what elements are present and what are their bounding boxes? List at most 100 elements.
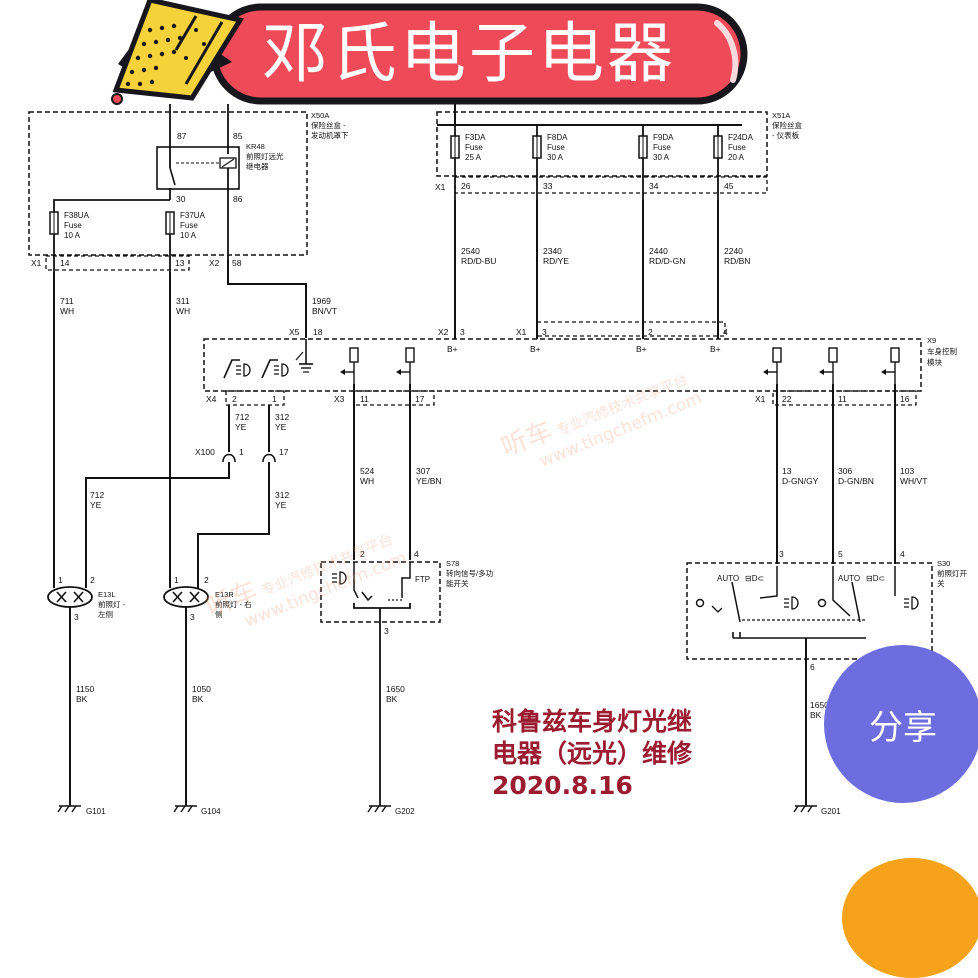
e13l-pin-1: 1 — [58, 575, 63, 585]
headlamp-e13r: 1 2 3 E13R 前照灯 - 右 侧 — [163, 575, 252, 806]
wire-524-color: WH — [360, 476, 374, 486]
x50a-connectors: X1 14 13 X2 58 — [31, 255, 242, 271]
wiring-diagram: X50A 保险丝盒 - 发动机罩下 87 85 30 86 KR48 前照灯远光… — [28, 0, 967, 816]
fuse-1-id: F8DA — [547, 133, 568, 142]
x9-id: X9 — [927, 336, 936, 345]
switch-s78: 2 4 3 S78 转向信号/多功 能开关 FTP — [320, 549, 494, 806]
kr48-name: 前照灯远光 — [246, 151, 284, 161]
s78-pin-3: 3 — [384, 626, 389, 636]
x100-pin-1: 1 — [239, 447, 244, 457]
floating-action-button[interactable] — [842, 858, 978, 978]
fuse-3-type: Fuse — [728, 143, 746, 152]
wire-103-num: 103 — [900, 466, 914, 476]
fuse-f38ua-f37ua: F38UA Fuse 10 A F37UA Fuse 10 A — [49, 199, 206, 272]
wire-1650a-color: BK — [386, 694, 398, 704]
wire-307-num: 307 — [416, 466, 430, 476]
fuse-3-pin: 45 — [724, 181, 734, 191]
kr48-name-2: 继电器 — [246, 161, 269, 171]
headlamp-e13l: 1 2 3 E13L 前照灯 - 左侧 — [47, 575, 126, 806]
wire-1050-color: BK — [192, 694, 204, 704]
wire-711-num: 711 — [60, 296, 74, 306]
x50a-id: X50A — [311, 111, 329, 120]
wire-2440-num: 2440 — [649, 246, 668, 256]
svg-text:⊟D⊂: ⊟D⊂ — [745, 574, 764, 583]
x50a-pin-58: 58 — [232, 258, 242, 268]
bcm-x5-label: X5 — [289, 327, 300, 337]
wire-1650b-color: BK — [810, 710, 822, 720]
x100-pin-17: 17 — [279, 447, 289, 457]
e13r-pin-1: 1 — [174, 575, 179, 585]
wire-311-num: 311 — [176, 296, 190, 306]
s30-id: S30 — [937, 559, 950, 568]
bplus-1: B+ — [447, 344, 458, 354]
f38ua-id: F38UA — [64, 211, 90, 220]
e13l-name: 前照灯 - — [98, 599, 126, 609]
s78-pin-4: 4 — [414, 549, 419, 559]
wiring-diagram-canvas: X50A 保险丝盒 - 发动机罩下 87 85 30 86 KR48 前照灯远光… — [28, 0, 967, 816]
wire-712-color: YE — [235, 422, 247, 432]
bcm-x4-label: X4 — [206, 394, 217, 404]
caption-line-2: 电器（远光）维修 — [492, 739, 693, 768]
bcm-x1-pin-3: 3 — [542, 327, 547, 337]
relay-kr48: 87 85 30 86 KR48 前照灯远光 继电器 — [156, 104, 284, 260]
wire-712-num: 712 — [235, 412, 249, 422]
x50a-x2-label: X2 — [209, 258, 220, 268]
wire-307-color: YE/BN — [416, 476, 442, 486]
kr48-pin-30: 30 — [176, 194, 186, 204]
e13l-id: E13L — [98, 590, 116, 599]
fuse-2-pin: 34 — [649, 181, 659, 191]
share-button[interactable]: 分享 — [824, 645, 978, 803]
f37ua-rating: 10 A — [180, 231, 197, 240]
f38ua-rating: 10 A — [64, 231, 81, 240]
s30-pin-5: 5 — [838, 549, 843, 559]
x51a-name: 保险丝盒 — [772, 120, 802, 130]
s30-pin-3: 3 — [779, 549, 784, 559]
s78-id: S78 — [446, 559, 459, 568]
wire-1150-color: BK — [76, 694, 88, 704]
f37ua-type: Fuse — [180, 221, 198, 230]
grounds: G101 G104 G202 G201 — [57, 805, 841, 816]
x50a-x1-label: X1 — [31, 258, 42, 268]
caption: 科鲁兹车身灯光继 电器（远光）维修 2020.8.16 — [492, 706, 692, 802]
bcm-x9: X9 车身控制 模块 X2 3 X1 3 2 4 B+ B+ B+ B+ X4 — [203, 321, 957, 406]
s30-auto-2: AUTO — [838, 574, 860, 583]
wire-1969: 1969 BN/VT X5 18 — [227, 260, 337, 338]
wires-524-307: 524 WH 307 YE/BN — [353, 384, 442, 560]
wire-2540-color: RD/D-BU — [461, 256, 496, 266]
x100-id: X100 — [195, 447, 215, 457]
wire-311-color: WH — [176, 306, 190, 316]
banner — [111, 0, 748, 105]
fuse-1-pin: 33 — [543, 181, 553, 191]
wire-312-color: YE — [275, 422, 287, 432]
fuse-2-rating: 30 A — [653, 153, 670, 162]
bplus-4: B+ — [710, 344, 721, 354]
s78-name: 转向信号/多功 — [446, 568, 494, 578]
wire-712b-color: YE — [90, 500, 102, 510]
bcm-x3-label: X3 — [334, 394, 345, 404]
e13r-name-2: 侧 — [215, 609, 223, 619]
kr48-pin-87: 87 — [177, 131, 187, 141]
wire-712b-num: 712 — [90, 490, 104, 500]
wire-711-color: WH — [60, 306, 74, 316]
x51a-id: X51A — [772, 111, 790, 120]
bplus-3: B+ — [636, 344, 647, 354]
svg-text:⊟D⊂: ⊟D⊂ — [866, 574, 885, 583]
bcm-x1-label: X1 — [516, 327, 527, 337]
fuse-0-pin: 26 — [461, 181, 471, 191]
wires-711-311: 711 WH 311 WH — [53, 272, 190, 588]
bcm-x1-pin-16: 16 — [900, 394, 910, 404]
bcm-x1-pin-2: 2 — [648, 327, 653, 337]
wire-1969-num: 1969 — [312, 296, 331, 306]
kr48-pin-85: 85 — [233, 131, 243, 141]
e13l-pin-2: 2 — [90, 575, 95, 585]
ground-wires: 1150 BK 1050 BK 1650 BK 1650 BK — [76, 684, 829, 720]
bcm-x3-pin-11: 11 — [360, 394, 369, 404]
wire-2340-color: RD/YE — [543, 256, 569, 266]
